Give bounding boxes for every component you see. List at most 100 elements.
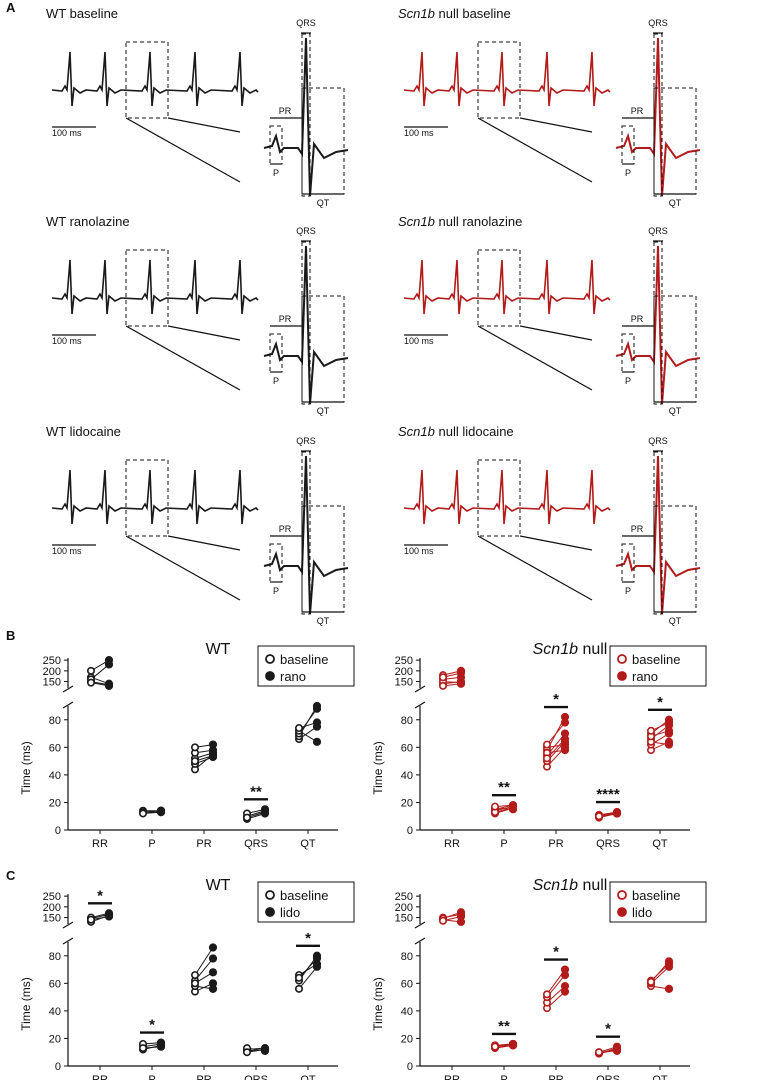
y-tick-label: 200: [43, 666, 61, 678]
y-tick-label: 60: [401, 742, 413, 754]
y-tick-label: 150: [43, 913, 61, 925]
zoom-connector: [125, 535, 241, 601]
baseline-point: [191, 743, 200, 752]
baseline-point: [595, 1048, 604, 1057]
baseline-point: [86, 915, 95, 924]
significance-label: *: [553, 691, 559, 708]
y-tick-label: 150: [43, 677, 61, 689]
treated-point: [260, 1045, 270, 1054]
x-tick-label: QRS: [596, 838, 620, 850]
zoom-connector: [167, 325, 241, 341]
zoom-connector: [167, 117, 241, 133]
y-tick-label: 60: [49, 978, 61, 990]
zoom-connector: [125, 325, 241, 391]
zoom-connector: [477, 325, 593, 391]
baseline-point: [86, 678, 95, 687]
zoom-connector: [167, 535, 241, 551]
significance-label: *: [305, 930, 311, 947]
treated-point: [612, 807, 622, 817]
legend-marker-baseline: [617, 890, 627, 900]
treated-point: [312, 718, 322, 727]
zoom-connector: [519, 325, 593, 341]
scale-bar-label: 100 ms: [52, 546, 82, 556]
legend-label-treated: rano: [632, 669, 658, 684]
baseline-point: [543, 990, 552, 999]
treated-point: [104, 912, 114, 921]
x-tick-label: QT: [652, 1074, 668, 1080]
treated-point: [104, 660, 114, 669]
x-tick-label: PR: [548, 838, 563, 850]
axis-break: [414, 937, 426, 945]
pr-label: PR: [631, 524, 644, 534]
panel-letter-b: B: [6, 628, 15, 643]
p-label: P: [625, 586, 631, 596]
ecg-title: WT lidocaine: [46, 424, 121, 439]
x-tick-label: P: [500, 1074, 507, 1080]
x-tick-label: P: [148, 838, 155, 850]
treated-point: [208, 954, 218, 963]
treated-point: [560, 734, 570, 744]
ecg-title: WT ranolazine: [46, 214, 130, 229]
zoom-box: [125, 459, 169, 537]
p-label: P: [625, 376, 631, 386]
axis-break: [62, 685, 74, 693]
y-tick-label: 40: [49, 1006, 61, 1018]
zoom-box: [125, 249, 169, 327]
y-tick-label: 60: [49, 742, 61, 754]
treated-point: [560, 965, 570, 974]
legend-label-treated: rano: [280, 669, 306, 684]
legend-marker-baseline: [265, 654, 275, 664]
treated-point: [508, 801, 518, 810]
p-label: P: [273, 586, 279, 596]
legend: [257, 881, 355, 923]
y-tick-label: 250: [395, 891, 413, 903]
scale-bar-label: 100 ms: [404, 546, 434, 556]
qrs-label: QRS: [296, 436, 316, 446]
zoom-box: [477, 249, 521, 327]
x-tick-label: RR: [444, 838, 460, 850]
y-tick-label: 20: [401, 1033, 413, 1045]
y-tick-label: 60: [401, 978, 413, 990]
treated-point: [260, 807, 270, 817]
baseline-point: [595, 812, 604, 821]
treated-point: [560, 745, 570, 755]
qrs-label: QRS: [296, 18, 316, 28]
qt-label: QT: [669, 198, 682, 208]
treated-point: [104, 681, 114, 690]
y-tick-label: 80: [401, 715, 413, 727]
x-tick-label: QT: [652, 838, 668, 850]
treated-point: [664, 740, 674, 749]
x-tick-label: RR: [92, 1074, 108, 1080]
x-tick-label: QRS: [596, 1074, 620, 1080]
chart-title: Scn1b null: [533, 877, 608, 894]
zoom-box: [125, 41, 169, 119]
legend-marker-baseline: [265, 890, 275, 900]
treated-point: [312, 704, 322, 713]
y-tick-label: 40: [401, 770, 413, 782]
y-tick-label: 250: [395, 655, 413, 667]
significance-label: *: [97, 887, 103, 904]
baseline-point: [191, 971, 200, 980]
treated-point: [456, 668, 466, 678]
pr-label: PR: [279, 314, 292, 324]
qrs-label: QRS: [648, 226, 668, 236]
panel-letter-c: C: [6, 868, 16, 883]
baseline-point: [139, 1044, 148, 1053]
qt-label: QT: [317, 198, 330, 208]
baseline-point: [295, 724, 304, 733]
scale-bar-label: 100 ms: [52, 336, 82, 346]
zoom-connector: [519, 535, 593, 551]
chart-title: WT: [206, 877, 231, 894]
legend-label-treated: lido: [632, 905, 652, 920]
y-axis-label: Time (ms): [19, 977, 33, 1031]
significance-label: ****: [596, 786, 620, 803]
x-tick-label: RR: [444, 1074, 460, 1080]
treated-point: [312, 954, 322, 963]
y-tick-label: 0: [407, 825, 413, 837]
axis-break: [414, 685, 426, 693]
legend-label-baseline: baseline: [280, 652, 328, 667]
